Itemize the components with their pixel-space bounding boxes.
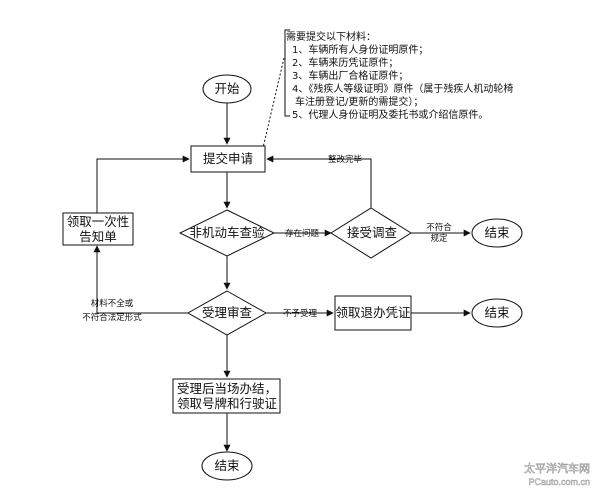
end-node-1: 结束: [471, 218, 523, 248]
requirements-title: 需要提交以下材料：: [286, 30, 376, 43]
inspect-node: 非机动车查验: [178, 209, 276, 257]
watermark: 太平洋汽车网 PCauto.com.cn: [524, 461, 591, 488]
investigate-node: 接受调查: [330, 207, 412, 259]
notice-label-2: 告知单: [79, 229, 117, 244]
requirements-item-5: 车注册登记/更新的需提交）；: [295, 95, 423, 108]
edge-label-noncompliant-2: 规定: [430, 233, 448, 244]
end-node-2: 结束: [471, 298, 523, 328]
refund-node: 领取退办凭证: [334, 295, 412, 331]
start-label: 开始: [214, 81, 240, 96]
end-label-2: 结束: [484, 305, 510, 320]
submit-node: 提交申请: [190, 145, 266, 173]
requirements-item-1: 1、车辆所有人身份证明原件；: [292, 43, 428, 56]
edge-label-incomplete-2: 不符合法定形式: [82, 312, 142, 323]
watermark-line-2: PCauto.com.cn: [528, 477, 590, 487]
edge-label-noncompliant-1: 不符合: [426, 222, 452, 233]
refund-label: 领取退办凭证: [335, 305, 411, 320]
requirements-item-6: 5、代理人身份证明及委托书或介绍信原件。: [292, 108, 488, 121]
notice-label-1: 领取一次性: [67, 214, 130, 229]
edge-notice-submit: [96, 155, 190, 213]
edge-label-rectified: 整改完毕: [328, 154, 363, 165]
note-leader: [261, 57, 285, 153]
review-node: 受理审查: [186, 290, 268, 336]
edge-label-incomplete-1: 材料不全或: [91, 298, 134, 309]
edge-investigate-submit: [266, 155, 372, 208]
notice-node: 领取一次性 告知单: [62, 212, 134, 246]
edge-review-notice: [93, 245, 188, 314]
process-node: 受理后当场办结， 领取号牌和行驶证: [172, 378, 281, 414]
edge-label-has-issue: 存在问题: [285, 228, 320, 239]
review-label: 受理审查: [202, 305, 253, 320]
edge-label-not-accepted: 不予受理: [283, 308, 318, 319]
requirements-note: 需要提交以下材料： 1、车辆所有人身份证明原件； 2、车辆来历凭证原件； 3、车…: [284, 29, 513, 121]
requirements-item-4: 4、《残疾人等级证明》原件（属于残疾人机动轮椅: [292, 82, 513, 95]
inspect-label: 非机动车查验: [189, 225, 265, 240]
start-node: 开始: [202, 74, 252, 104]
process-label-1: 受理后当场办结，: [177, 381, 277, 396]
watermark-line-1: 太平洋汽车网: [524, 461, 590, 475]
investigate-label: 接受调查: [347, 225, 398, 240]
process-label-2: 领取号牌和行驶证: [177, 396, 278, 411]
requirements-item-3: 3、车辆出厂合格证原件；: [292, 69, 408, 82]
end-node-3: 结束: [201, 451, 253, 481]
end-label-3: 结束: [214, 458, 240, 473]
requirements-item-2: 2、车辆来历凭证原件；: [292, 56, 398, 69]
note-bracket: [284, 29, 290, 117]
submit-label: 提交申请: [203, 151, 253, 166]
end-label-1: 结束: [484, 225, 510, 240]
